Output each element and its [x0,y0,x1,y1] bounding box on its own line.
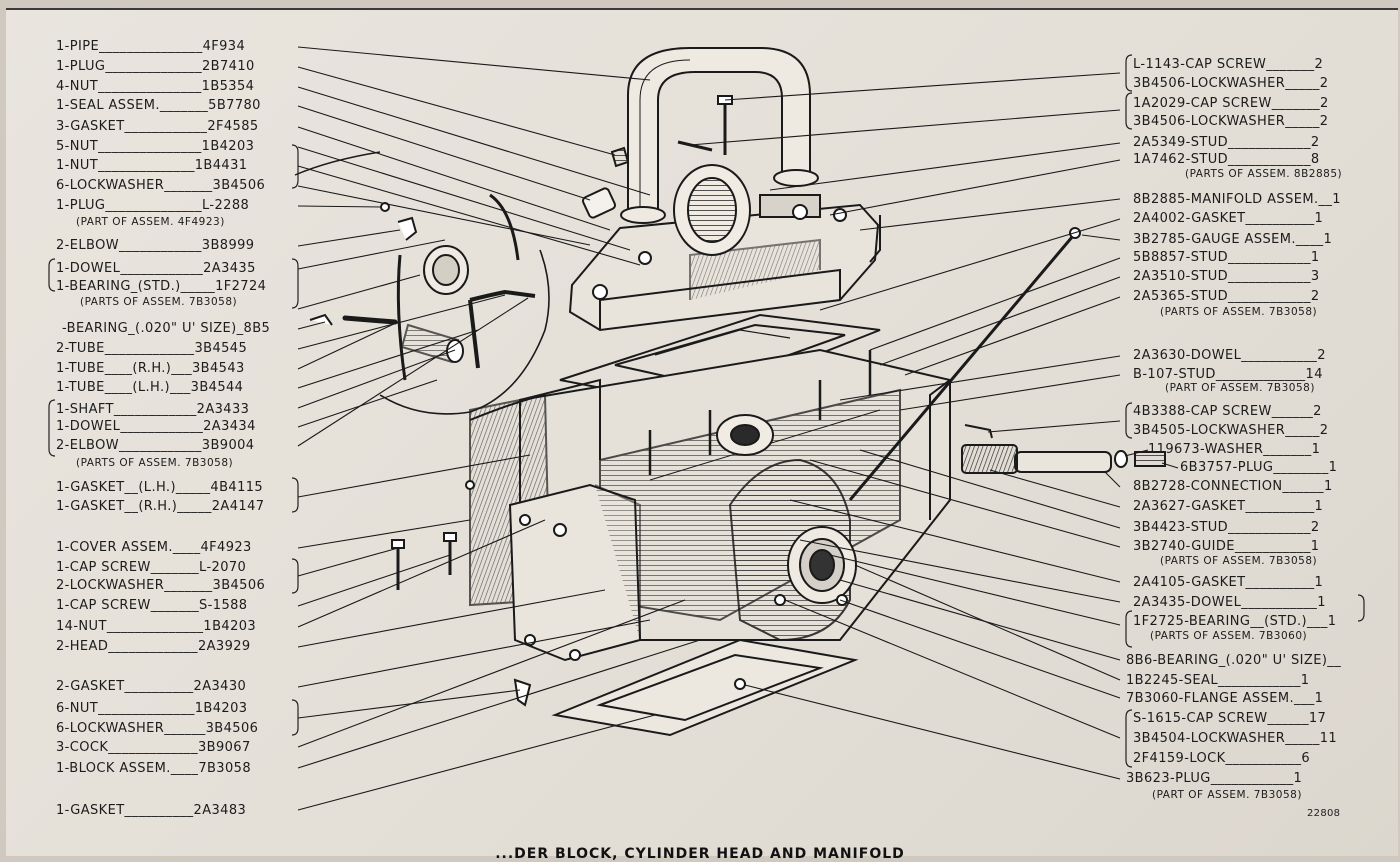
part-label: 6-NUT______________1B4203 [56,701,248,716]
part-label: -BEARING_(.020" U' SIZE)_8B5 [62,321,271,336]
part-label: 3B4504-LOCKWASHER_____11 [1133,731,1338,746]
part-label: 8B2885-MANIFOLD ASSEM.__1 [1133,192,1341,207]
part-label: 1-TUBE____(R.H.)___3B4543 [56,361,245,376]
part-label: 2A4002-GASKET__________1 [1133,211,1324,226]
part-note: (PART OF ASSEM. 4F4923) [76,216,225,228]
part-label: 2A3435-DOWEL___________1 [1133,595,1326,610]
part-label: 7B3060-FLANGE ASSEM.___1 [1126,691,1324,706]
small-parts-group [294,95,733,707]
part-note: (PART OF ASSEM. 7B3058) [1165,382,1315,394]
part-label: 119673-WASHER_______1 [1148,442,1321,457]
figure-caption: ...DER BLOCK, CYLINDER HEAD AND MANIFOLD [495,846,905,862]
part-label: 8B6-BEARING_(.020" U' SIZE)__ [1126,653,1342,668]
part-label: 1-DOWEL____________2A3434 [56,419,256,434]
part-label: 4B3388-CAP SCREW______2 [1133,404,1322,419]
braces-left [48,144,299,736]
part-label: 14-NUT______________1B4203 [56,619,257,634]
connection-assembly [961,424,1166,474]
part-label: 2-ELBOW____________3B8999 [56,238,255,253]
flange-assembly [728,458,857,642]
part-label: 3B4505-LOCKWASHER_____2 [1133,423,1329,438]
part-label: 1F2725-BEARING__(STD.)___1 [1133,614,1337,629]
part-note: (PART OF ASSEM. 7B3058) [1152,789,1302,801]
part-label: 6-LOCKWASHER______3B4506 [56,721,259,736]
part-label: 1-GASKET__________2A3483 [56,803,247,818]
part-label: 1-GASKET__(R.H.)_____2A4147 [56,499,265,514]
part-label: 2A5365-STUD____________2 [1133,289,1320,304]
part-label: 5B8857-STUD____________1 [1133,250,1320,265]
part-label: 1-PLUG______________2B7410 [56,59,255,74]
part-note: (PARTS OF ASSEM. 7B3058) [80,296,238,308]
part-label: 2-HEAD_____________2A3929 [56,639,251,654]
part-label: 1-COVER ASSEM.____4F4923 [56,540,252,555]
part-label: 3B4423-STUD____________2 [1133,520,1320,535]
part-label: 2-GASKET__________2A3430 [56,679,247,694]
part-note: (PARTS OF ASSEM. 7B3058) [76,457,234,469]
part-label: S-1615-CAP SCREW______17 [1133,711,1327,726]
leader-lines-right [689,72,1179,780]
cylinder-head-cover [469,393,642,662]
part-label: L-1143-CAP SCREW_______2 [1133,57,1324,72]
part-label: 2A3510-STUD____________3 [1133,269,1320,284]
part-label: 8B2728-CONNECTION______1 [1133,479,1333,494]
part-label: 2-ELBOW____________3B9004 [56,438,255,453]
part-note: (PARTS OF ASSEM. 7B3058) [1160,555,1318,567]
part-label: 1B2245-SEAL____________1 [1126,673,1310,688]
part-label: 1A7462-STUD____________8 [1133,152,1320,167]
part-label: 1-PIPE_______________4F934 [56,39,246,54]
braces-right [1125,54,1365,768]
part-label: 1-BLOCK ASSEM.____7B3058 [56,761,251,776]
part-label: 2A3630-DOWEL___________2 [1133,348,1326,363]
part-label: 1-SEAL ASSEM._______5B7780 [56,98,261,113]
figure-number: 22808 [1307,808,1341,819]
bottom-gasket [551,638,859,737]
part-label: 1-SHAFT____________2A3433 [56,402,250,417]
part-label: 1-NUT______________1B4431 [56,158,248,173]
part-note: (PARTS OF ASSEM. 7B3058) [1160,306,1318,318]
part-label: 1A2029-CAP SCREW_______2 [1133,96,1329,111]
part-label: 2A3627-GASKET__________1 [1133,499,1324,514]
part-label: 5-NUT_______________1B4203 [56,139,255,154]
part-label: 2F4159-LOCK___________6 [1133,751,1311,766]
gauge-rod [848,227,1081,501]
exhaust-pipe [620,47,819,224]
part-label: 3-COCK_____________3B9067 [56,740,251,755]
part-label: 3B4506-LOCKWASHER_____2 [1133,114,1329,129]
part-label: 3B2785-GAUGE ASSEM.____1 [1133,232,1333,247]
part-label: 1-GASKET__(L.H.)_____4B4115 [56,480,264,495]
part-label: 3B623-PLUG____________1 [1126,771,1303,786]
part-label: 2A4105-GASKET__________1 [1133,575,1324,590]
part-label: 4-NUT_______________1B5354 [56,79,255,94]
part-note: (PARTS OF ASSEM. 7B3060) [1150,630,1308,642]
part-label: 6-LOCKWASHER_______3B4506 [56,178,266,193]
part-label: 1-TUBE____(L.H.)___3B4544 [56,380,244,395]
part-label: 6B3757-PLUG________1 [1180,460,1338,475]
part-label: 2A5349-STUD____________2 [1133,135,1320,150]
manifold-assembly [568,164,881,332]
leader-lines-left [297,46,701,811]
part-label: 2-LOCKWASHER_______3B4506 [56,578,266,593]
part-label: 1-BEARING_(STD.)_____1F2724 [56,279,267,294]
part-label: 1-PLUG______________L-2288 [56,198,250,213]
part-label: 3B4506-LOCKWASHER_____2 [1133,76,1329,91]
part-label: 3B2740-GUIDE___________1 [1133,539,1320,554]
part-note: (PARTS OF ASSEM. 8B2885) [1185,168,1343,180]
part-label: 1-DOWEL____________2A3435 [56,261,256,276]
part-label: 3-GASKET____________2F4585 [56,119,259,134]
part-label: B-107-STUD_____________14 [1133,367,1323,382]
part-label: 1-CAP SCREW_______L-2070 [56,560,247,575]
part-label: 1-CAP SCREW_______S-1588 [56,598,248,613]
part-label: 2-TUBE_____________3B4545 [56,341,248,356]
